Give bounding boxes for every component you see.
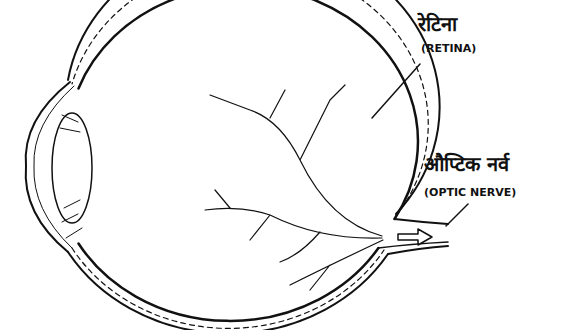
retinal-vessel	[210, 85, 382, 236]
sclera-outline	[68, 0, 440, 214]
retinal-vessel	[205, 190, 382, 262]
choroid-outline	[72, 0, 428, 216]
leader-line	[446, 204, 468, 226]
sclera-outline	[68, 252, 388, 330]
lens	[52, 113, 92, 223]
direction-arrow	[398, 229, 432, 245]
cornea	[34, 86, 74, 248]
part-label-hindi: रेटिना	[418, 10, 457, 37]
leader-line	[372, 64, 420, 118]
part-label-english: (OPTIC NERVE)	[424, 186, 516, 199]
optic-nerve	[395, 219, 449, 224]
ciliary-body	[60, 115, 82, 238]
optic-nerve	[388, 246, 448, 254]
part-label-hindi: औप्टिक नर्व	[424, 150, 509, 177]
cornea	[26, 82, 70, 252]
part-label-english: (RETINA)	[421, 42, 476, 55]
retina-outline	[79, 244, 379, 321]
retinal-vessel	[290, 240, 383, 290]
